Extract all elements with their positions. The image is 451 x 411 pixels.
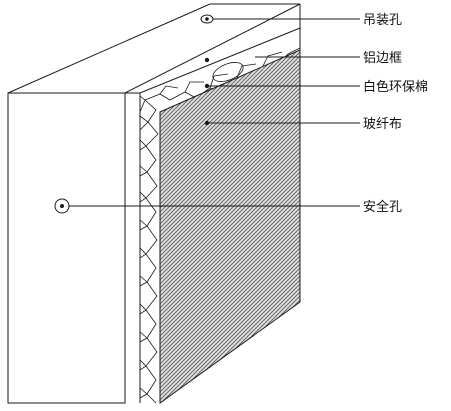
hanging-hole-label: 吊装孔: [363, 13, 402, 28]
safety-hole-label: 安全孔: [363, 199, 402, 215]
fiberglass-cloth-point: [204, 120, 210, 126]
hanging-hole-icon: [200, 14, 214, 24]
aluminum-frame-label: 铝边框: [363, 51, 402, 66]
safety-hole-icon: [54, 198, 70, 214]
white-insulation-point: [204, 83, 210, 89]
fiberglass-cloth-label: 玻纤布: [363, 117, 402, 132]
white-insulation-label: 白色环保棉: [363, 79, 428, 95]
white-insulation: [139, 47, 301, 404]
leader-lines: [69, 18, 360, 207]
aluminum-frame-point: [204, 57, 210, 63]
fiberglass-cloth-face: [159, 49, 301, 404]
front-frame-face: [7, 92, 126, 404]
